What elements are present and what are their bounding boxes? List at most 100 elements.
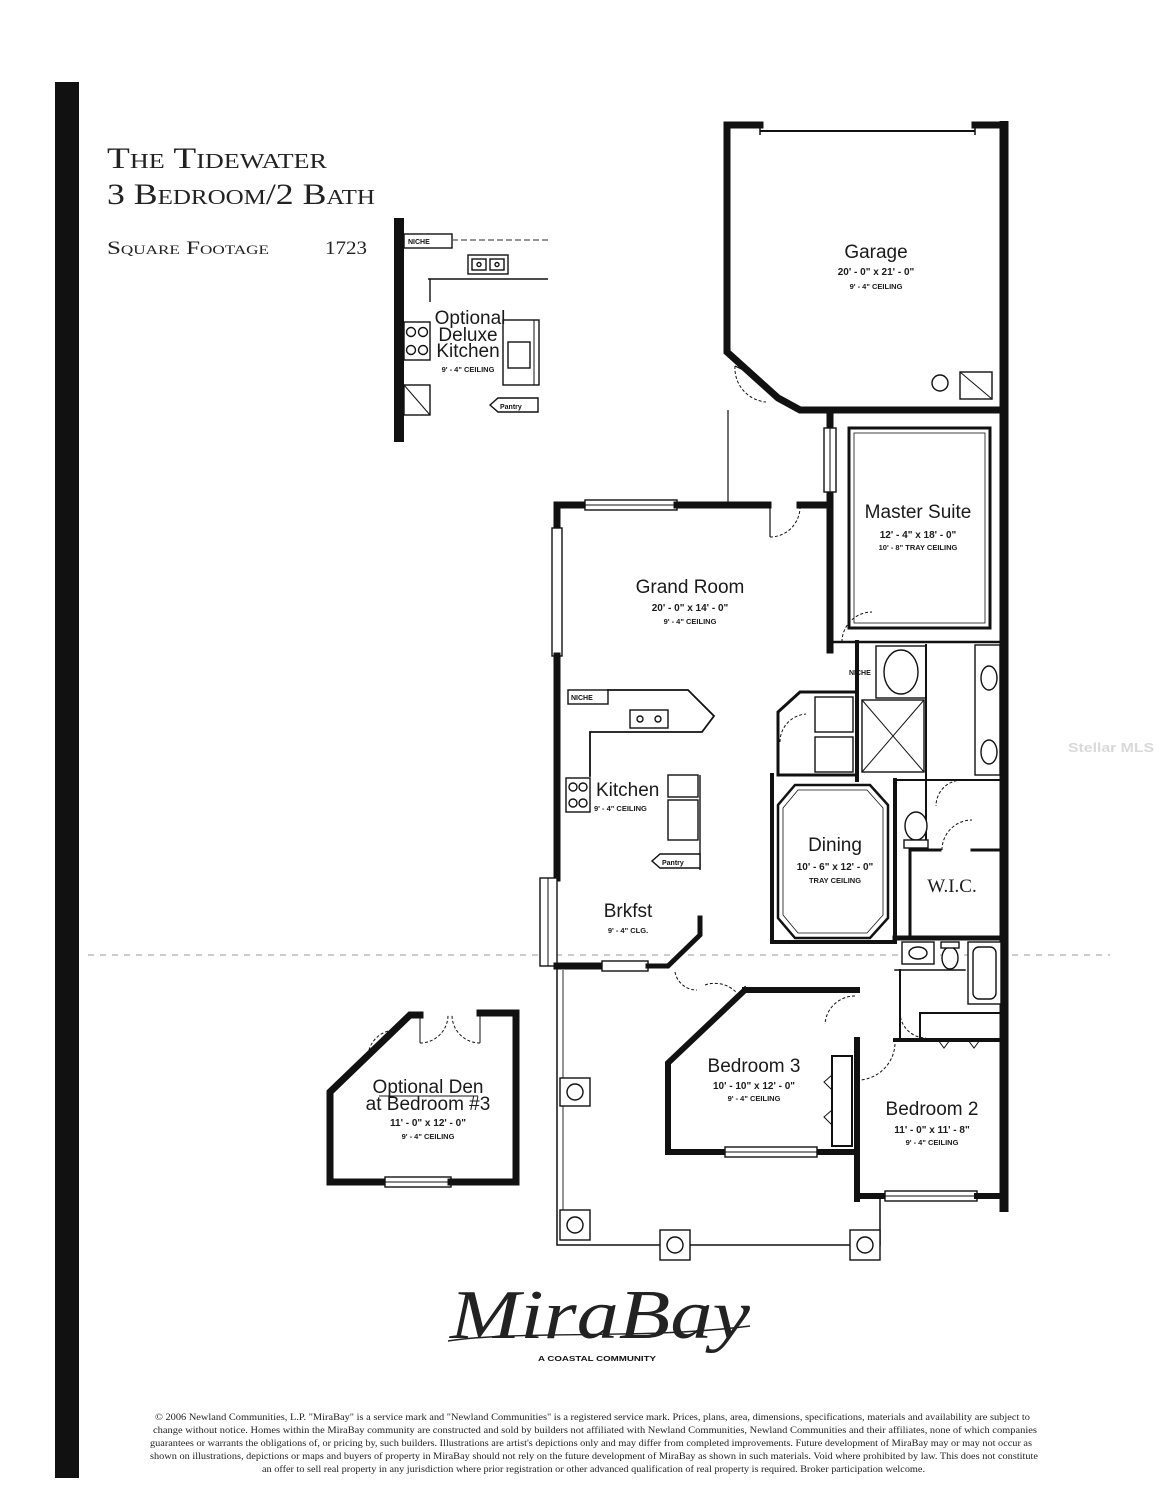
master-tub-basin <box>883 649 919 695</box>
master-door-swing <box>841 611 873 643</box>
master-suite-dims: 12' - 4" x 18' - 0" <box>880 530 957 541</box>
optional-den-inset: Optional Den at Bedroom #3 11' - 0" x 12… <box>326 1009 520 1188</box>
mirabay-tagline: A COASTAL COMMUNITY <box>538 1356 656 1363</box>
plan-subtitle: 3 Bedroom/2 Bath <box>107 178 375 211</box>
front-porch <box>556 966 881 1261</box>
kitchen-drain-left <box>636 715 644 723</box>
hall-bath <box>892 935 1007 1041</box>
grand-room-name: Grand Room <box>636 577 745 598</box>
hall-bath-basin <box>908 946 928 960</box>
kitchen-burner <box>568 782 578 792</box>
kitchen-pantry-tag <box>650 853 701 869</box>
inset-burner <box>417 344 429 356</box>
washer <box>814 696 854 733</box>
hall-bath-tub-basin <box>972 946 997 1000</box>
porch-column-round <box>856 1236 874 1254</box>
hall-bath-door-swing <box>899 1011 927 1039</box>
wic-door-swing <box>941 819 973 851</box>
den-name: Optional Den <box>373 1077 484 1098</box>
master-bath: NICHE <box>849 640 1005 851</box>
grand-room-dims: 20' - 0" x 14' - 0" <box>652 603 729 614</box>
grand-room-ceiling: 9' - 4" CEILING <box>664 617 717 626</box>
master-toilet <box>904 811 928 841</box>
bedroom-3-closet-bifold <box>823 1074 833 1091</box>
kitchen-burner <box>578 782 588 792</box>
garage-ceiling: 9' - 4" CEILING <box>850 282 903 291</box>
breakfast-bay-wall <box>645 915 703 969</box>
dryer <box>814 736 854 773</box>
disclaimer-line: an offer to sell real property in any ju… <box>262 1464 925 1474</box>
den-walls <box>326 1011 424 1186</box>
garage-name: Garage <box>844 242 907 263</box>
master-sink <box>980 665 998 691</box>
kitchen-counter <box>589 689 716 777</box>
laundry-walls <box>776 690 859 777</box>
breakfast-name: Brkfst <box>604 901 653 922</box>
bedroom-3-dims: 10' - 10" x 12' - 0" <box>713 1081 795 1092</box>
disclaimer-line: shown on illustrations, depictions or ma… <box>150 1451 1038 1461</box>
bedroom-2-door-swing <box>859 1043 896 1081</box>
inset-burner <box>405 326 417 338</box>
porch-column-round <box>666 1236 684 1254</box>
den-french-door-swing-right <box>451 1014 481 1044</box>
breakfast-ceiling: 9' - 4" CLG. <box>608 926 648 935</box>
bedroom-3-hall-door-swing <box>824 995 856 1025</box>
bedroom-2-ceiling: 9' - 4" CEILING <box>906 1138 959 1147</box>
garage-entry-door-swing <box>734 365 767 403</box>
grand-room-north-wall-c <box>796 501 834 654</box>
breakfast-door-swing <box>674 971 698 991</box>
optional-deluxe-kitchen-inset: NICHE Optional Deluxe Kitchen 9' - 4" CE… <box>394 218 548 442</box>
garage: Garage 20' - 0" x 21' - 0" 9' - 4" CEILI… <box>723 121 1008 414</box>
master-suite-ceiling: 10' - 8" TRAY CEILING <box>879 543 958 552</box>
kitchen-burner <box>578 798 588 808</box>
inset-pantry-tag <box>488 397 539 413</box>
walk-in-closet: W.I.C. <box>908 819 1006 940</box>
laundry-closet <box>776 690 859 777</box>
disclaimer-line: change without notice. Homes within the … <box>153 1425 1038 1435</box>
kitchen-drain-right <box>654 715 662 723</box>
breakfast-nook: Brkfst 9' - 4" CLG. <box>553 901 703 991</box>
kitchen-niche-box <box>567 689 609 705</box>
inset-drain-left <box>476 261 482 268</box>
hall-bath-toilet-tank <box>940 941 960 949</box>
bedroom-3-name: Bedroom 3 <box>708 1056 801 1077</box>
inset-ceiling: 9' - 4" CEILING <box>442 365 495 374</box>
kitchen-burner <box>568 798 578 808</box>
inset-label-line2: Deluxe <box>438 325 497 346</box>
den-note: at Bedroom #3 <box>366 1094 491 1115</box>
master-tray-ceiling-outer <box>847 426 992 630</box>
square-footage-label: Square Footage <box>107 238 269 259</box>
water-heater <box>931 374 949 392</box>
bedroom-3: Bedroom 3 10' - 10" x 12' - 0" 9' - 4" C… <box>665 982 860 1158</box>
master-toilet-tank <box>903 839 929 849</box>
disclaimer-line: © 2006 Newland Communities, L.P. "MiraBa… <box>155 1412 1031 1422</box>
inset-label-line1: Optional <box>435 308 506 329</box>
inset-wall <box>394 218 404 442</box>
bedroom-3-closet <box>831 1055 853 1147</box>
inset-refrigerator-door <box>507 341 531 369</box>
kitchen-ceiling: 9' - 4" CEILING <box>594 804 647 813</box>
den-ceiling: 9' - 4" CEILING <box>402 1132 455 1141</box>
master-shower-mark <box>861 699 925 773</box>
master-bath-door-swing <box>935 779 963 807</box>
mirabay-swash <box>447 1325 751 1342</box>
porch-column-round <box>566 1083 584 1101</box>
bedroom-2-dims: 11' - 0" x 11' - 8" <box>894 1125 970 1136</box>
master-tray-ceiling-inner <box>853 432 986 624</box>
plan-title: The Tidewater <box>107 142 327 175</box>
porch-column-round <box>566 1216 584 1234</box>
kitchen-name: Kitchen <box>596 780 659 801</box>
dining-ceiling: TRAY CEILING <box>809 876 861 885</box>
inset-burner <box>405 344 417 356</box>
den-side-door-swing <box>367 1029 395 1056</box>
bedroom-2-closet-bifold <box>937 1039 951 1049</box>
bedroom-2: Bedroom 2 11' - 0" x 11' - 8" 9' - 4" CE… <box>854 1012 1007 1202</box>
inset-niche-box <box>403 233 453 249</box>
inset-burner <box>417 326 429 338</box>
porch-outline <box>556 966 881 1246</box>
inset-oven-mark <box>403 384 431 416</box>
dining-dims: 10' - 6" x 12' - 0" <box>797 862 874 873</box>
square-footage-value: 1723 <box>325 238 367 259</box>
kitchen-pantry-label: Pantry <box>662 860 684 867</box>
